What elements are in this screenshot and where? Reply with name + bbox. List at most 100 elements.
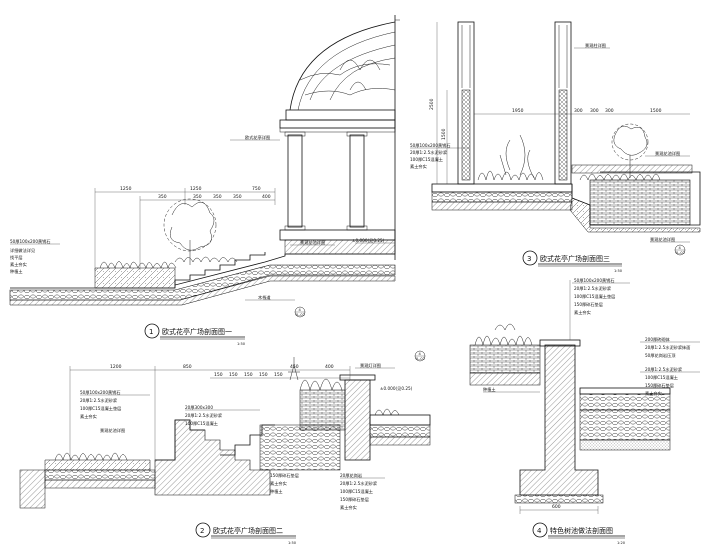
svg-text:1200: 1200: [110, 364, 122, 370]
svg-text:400: 400: [325, 364, 334, 370]
svg-text:150: 150: [214, 372, 223, 378]
svg-text:20厚1:2.5水泥砂浆: 20厚1:2.5水泥砂浆: [574, 285, 612, 292]
s4-gravel: [579, 393, 671, 411]
s1-note: 景观花池详图: [300, 239, 325, 246]
svg-text:YL-02: YL-02: [415, 357, 425, 361]
s1-shrubs: [99, 256, 238, 269]
svg-text:300: 300: [605, 108, 614, 114]
svg-text:20厚花岗岩: 20厚花岗岩: [340, 472, 362, 479]
svg-text:450: 450: [290, 364, 299, 370]
s2-dimensions: 1200 850 150 150 150 150 150 450 400: [69, 364, 351, 460]
section-3: 2500 1500 1950 300 300 300 1500 景观柱详图 50…: [410, 21, 701, 273]
svg-text:1950: 1950: [512, 108, 524, 114]
s3-callout: 4 YL-02: [674, 244, 686, 256]
svg-text:100厚C15混凝土: 100厚C15混凝土: [340, 488, 373, 495]
svg-text:20厚1:2.5水泥砂浆抹面: 20厚1:2.5水泥砂浆抹面: [645, 344, 690, 351]
svg-text:150厚碎石垫层: 150厚碎石垫层: [270, 472, 299, 479]
svg-text:20厚1:2.5水泥砂浆: 20厚1:2.5水泥砂浆: [80, 397, 118, 404]
svg-text:±0.000(见0.25): ±0.000(见0.25): [380, 386, 413, 392]
svg-text:150: 150: [259, 372, 268, 378]
s1-dim: 400: [262, 194, 271, 200]
s1-note: 木栈道: [258, 294, 271, 301]
svg-text:欧式花亭广场剖面图三: 欧式花亭广场剖面图三: [540, 254, 610, 263]
s1-note: 种植土: [10, 268, 23, 275]
svg-text:20厚300x300: 20厚300x300: [185, 405, 213, 411]
s1-steps: [174, 252, 266, 285]
svg-text:100厚C15混凝土: 100厚C15混凝土: [645, 374, 678, 381]
s1-gazebo: [279, 15, 400, 260]
svg-text:1500: 1500: [650, 108, 662, 114]
svg-text:50厚100x200黄锈石: 50厚100x200黄锈石: [574, 277, 615, 284]
s2-title-block: 2 欧式花亭广场剖面图二 1:50: [195, 522, 297, 545]
svg-text:150: 150: [244, 372, 253, 378]
svg-text:150厚碎石垫层: 150厚碎石垫层: [340, 496, 369, 503]
s1-scale: 1:50: [237, 342, 246, 346]
section-2: 1200 850 150 150 150 150 150 450 400 50厚…: [19, 350, 431, 545]
s1-number: 1: [149, 328, 153, 336]
svg-text:景观灯详图: 景观灯详图: [360, 362, 381, 369]
svg-text:YL-02: YL-02: [675, 251, 685, 255]
s1-dim: 350: [233, 194, 242, 200]
s3-dimensions: 2500 1500 1950 300 300 300 1500: [429, 22, 690, 184]
s2-pedestal: [344, 379, 371, 461]
svg-text:景观花池详图: 景观花池详图: [650, 236, 675, 243]
svg-text:150: 150: [274, 372, 283, 378]
s1-dim: 1250: [190, 186, 202, 192]
s4-title-block: 4 特色树池做法剖面图 1:20: [532, 522, 626, 545]
section-1: 1250 1250 750 350 350 350 350 400 欧式花亭详图…: [9, 15, 400, 346]
svg-text:100厚C15混凝土: 100厚C15混凝土: [410, 156, 443, 163]
svg-text:素土夯实: 素土夯实: [574, 309, 591, 316]
svg-text:100厚C15混凝土垫层: 100厚C15混凝土垫层: [574, 293, 615, 300]
s2-stair-structure: [154, 419, 271, 496]
s1-column-right: [349, 134, 365, 228]
svg-text:300: 300: [590, 108, 599, 114]
svg-text:100厚C15混凝土垫层: 100厚C15混凝土垫层: [80, 405, 121, 412]
s1-title-block: 1 欧式花亭广场剖面图一 1:50: [144, 323, 246, 346]
s3-planter-wall: [589, 179, 691, 226]
svg-text:3: 3: [527, 255, 531, 263]
section-4: 600 50厚100x200黄锈石 20厚1:2.5水泥砂浆 100厚C15混凝…: [469, 277, 700, 545]
svg-text:1:50: 1:50: [288, 541, 297, 545]
svg-text:600: 600: [552, 504, 561, 510]
s1-concrete-layer: [9, 275, 396, 306]
svg-text:4: 4: [299, 308, 302, 312]
s1-note: ±0.000(见0.25): [352, 238, 385, 244]
svg-text:2500: 2500: [429, 98, 435, 110]
s4-notes: 50厚100x200黄锈石 20厚1:2.5水泥砂浆 100厚C15混凝土垫层 …: [483, 277, 700, 397]
s3-gravel: [431, 191, 573, 203]
svg-text:素土夯实: 素土夯实: [340, 504, 357, 511]
svg-text:300: 300: [574, 108, 583, 114]
s4-dimensions: 600: [519, 280, 599, 514]
s1-note: 欧式花亭详图: [245, 134, 270, 141]
svg-text:1:20: 1:20: [617, 541, 626, 545]
s3-title-block: 3 欧式花亭广场剖面图三 1:50: [522, 250, 623, 273]
s1-note: 素土夯实: [10, 261, 27, 268]
svg-text:景观花池详图: 景观花池详图: [655, 150, 680, 157]
s1-note: 50厚100x200黄锈石: [10, 238, 51, 245]
s1-note: 详细做法详见: [10, 247, 35, 254]
svg-text:1:50: 1:50: [614, 269, 623, 273]
svg-text:50厚100x200黄锈石: 50厚100x200黄锈石: [80, 389, 121, 396]
svg-text:欧式花亭广场剖面图二: 欧式花亭广场剖面图二: [213, 526, 283, 535]
svg-text:200厚砖砌体: 200厚砖砌体: [645, 336, 671, 343]
s3-concrete: [431, 201, 573, 211]
svg-text:素土夯实: 素土夯实: [645, 390, 662, 397]
svg-text:20厚1:2.5水泥砂浆: 20厚1:2.5水泥砂浆: [340, 480, 378, 487]
s1-tree: [163, 198, 217, 265]
svg-text:20厚1:2.5水泥砂浆: 20厚1:2.5水泥砂浆: [645, 366, 683, 373]
s4-planter-left: [469, 344, 541, 374]
svg-text:特色树池做法剖面图: 特色树池做法剖面图: [550, 526, 613, 535]
s3-notes: 景观柱详图 50厚100x200黄锈石 20厚1:2.5水泥砂浆 100厚C15…: [410, 42, 690, 243]
svg-text:素土夯实: 素土夯实: [410, 163, 427, 170]
s2-callout: 4 YL-02: [414, 350, 426, 362]
svg-text:150厚碎石垫层: 150厚碎石垫层: [645, 382, 674, 389]
svg-text:20厚1:2.5水泥砂浆: 20厚1:2.5水泥砂浆: [185, 412, 223, 419]
s1-dim: 350: [213, 194, 222, 200]
svg-text:4: 4: [679, 246, 682, 250]
svg-text:素土夯实: 素土夯实: [80, 413, 97, 420]
s1-dim: 350: [193, 194, 202, 200]
svg-text:20厚1:2.5水泥砂浆: 20厚1:2.5水泥砂浆: [410, 149, 448, 156]
svg-text:150厚碎石垫层: 150厚碎石垫层: [574, 301, 603, 308]
